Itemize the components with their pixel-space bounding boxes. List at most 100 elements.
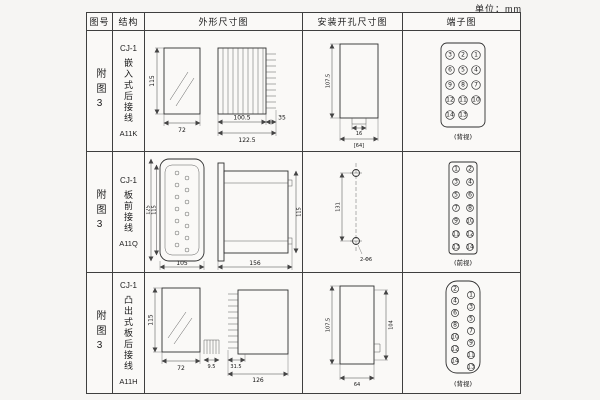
side-view: 31.5 126: [227, 289, 288, 384]
terminal-view-label: (背视): [453, 132, 471, 141]
terminal-12: [444, 94, 455, 105]
model-code: A11Q: [119, 239, 138, 248]
terminal-14: [450, 356, 459, 365]
terminal-4: [470, 64, 481, 75]
terminal-number-label: 14: [466, 243, 474, 250]
terminal-9: [451, 216, 460, 225]
terminal-number-label: 3: [454, 178, 458, 185]
terminal-number-label: 12: [446, 96, 454, 103]
terminal-5: [457, 64, 468, 75]
dim-front-height: 115: [147, 314, 154, 326]
terminal-2: [457, 49, 468, 60]
outline-cell-row3: 115 72 9.5 31.5 126: [145, 273, 303, 394]
dim-front-width: 72: [177, 365, 185, 372]
terminal-number-label: 5: [454, 191, 458, 198]
terminal-7: [451, 203, 460, 212]
terminal-number-label: 2: [468, 165, 472, 172]
terminal-number-label: 10: [451, 333, 459, 340]
terminal-1: [466, 290, 475, 299]
model-label: CJ-1: [120, 176, 137, 185]
dim-hole-span: 131: [335, 202, 341, 212]
dim-cutout-height: 107.5: [325, 73, 331, 87]
front-view: 125 115 105: [146, 158, 204, 270]
dim-cutout-width: [64]: [353, 143, 363, 149]
terminal-number-label: 14: [446, 111, 454, 118]
mount-cell-row2: 131 2-Φ6: [303, 152, 403, 273]
terminal-8: [465, 203, 474, 212]
terminal-number-label: 4: [474, 66, 478, 73]
dim-cutout-height: 107.5: [325, 317, 331, 331]
side-view: 100.5 35 122.5: [217, 47, 286, 144]
terminal-number-label: 5: [469, 315, 473, 322]
dim-pin-depth: 35: [278, 114, 286, 121]
terminal-8: [457, 79, 468, 90]
model-code: A11K: [119, 129, 138, 138]
terminal-number-label: 14: [451, 357, 459, 364]
dim-inner-height: 104: [388, 320, 394, 330]
mount-diagram-a11k: 107.5 16 [64]: [325, 43, 378, 149]
terminal-3: [444, 49, 455, 60]
fig-no-row2: 附图3: [87, 152, 113, 273]
outline-diagram-a11h: 115 72 9.5 31.5 126: [147, 287, 288, 384]
structure-row3: CJ-1 凸出式板后接线 A11H: [113, 273, 145, 394]
terminal-11: [466, 350, 475, 359]
terminal-number-label: 8: [461, 81, 465, 88]
dim-front-width: 72: [178, 127, 186, 134]
col-header-structure: 结构: [113, 13, 145, 31]
terminal-number-label: 4: [468, 178, 472, 185]
terminal-5: [466, 314, 475, 323]
terminal-number-label: 7: [454, 204, 458, 211]
terminal-1: [451, 164, 460, 173]
dim-total-depth: 126: [252, 377, 264, 384]
terminal-7: [466, 326, 475, 335]
front-view: 115 72 9.5: [147, 287, 219, 372]
terminal-view-label: (背视): [453, 379, 471, 388]
col-header-terminal: 端子图: [403, 13, 521, 31]
terminal-number-label: 2: [453, 285, 457, 292]
front-view: 115 72: [149, 47, 200, 134]
outline-cell-row1: 115 72 100.5 35 122.5: [145, 31, 303, 152]
terminal-number-label: 12: [466, 230, 474, 237]
spec-table: 图号 结构 外形尺寸图 安装开孔尺寸图 端子图 附图3 CJ-1 嵌入式后接线 …: [86, 12, 521, 394]
wiring-desc: 凸出式板后接线: [123, 294, 133, 372]
fig-no-row3: 附图3: [87, 273, 113, 394]
terminal-number-label: 4: [453, 297, 457, 304]
terminal-8: [450, 320, 459, 329]
mount-cell-row3: 107.5 104 64: [303, 273, 403, 394]
terminal-2: [465, 164, 474, 173]
terminal-number-label: 12: [451, 345, 459, 352]
terminal-number-label: 3: [448, 51, 452, 58]
model-label: CJ-1: [120, 44, 137, 53]
terminal-2: [450, 284, 459, 293]
terminal-number-label: 1: [474, 51, 478, 58]
terminal-14: [465, 242, 474, 251]
terminal-view-label: (前视): [453, 258, 471, 267]
wiring-desc: 板前接线: [123, 190, 133, 234]
model-code: A11H: [119, 376, 138, 386]
terminal-number-label: 3: [469, 303, 473, 310]
side-view: 156 115: [217, 162, 302, 270]
outline-diagram-a11k: 115 72 100.5 35 122.5: [149, 47, 286, 144]
dim-inner-height: 115: [151, 205, 157, 215]
terminal-12: [450, 344, 459, 353]
terminal-10: [450, 332, 459, 341]
model-label: CJ-1: [120, 280, 137, 290]
outline-diagram-a11q: 125 115 105 156 115: [146, 158, 302, 270]
structure-row1: CJ-1 嵌入式后接线 A11K: [113, 31, 145, 152]
dim-total-depth: 156: [249, 260, 261, 267]
terminal-number-label: 6: [448, 66, 452, 73]
terminal-number-label: 11: [467, 351, 475, 358]
fig-no-text: 附图3: [94, 310, 105, 356]
terminal-number-label: 7: [474, 81, 478, 88]
terminal-4: [465, 177, 474, 186]
unit-label: 单位：mm: [475, 4, 522, 14]
terminal-6: [450, 308, 459, 317]
terminal-13: [451, 242, 460, 251]
terminal-10: [470, 94, 481, 105]
fig-no-text: 附图3: [94, 189, 105, 235]
